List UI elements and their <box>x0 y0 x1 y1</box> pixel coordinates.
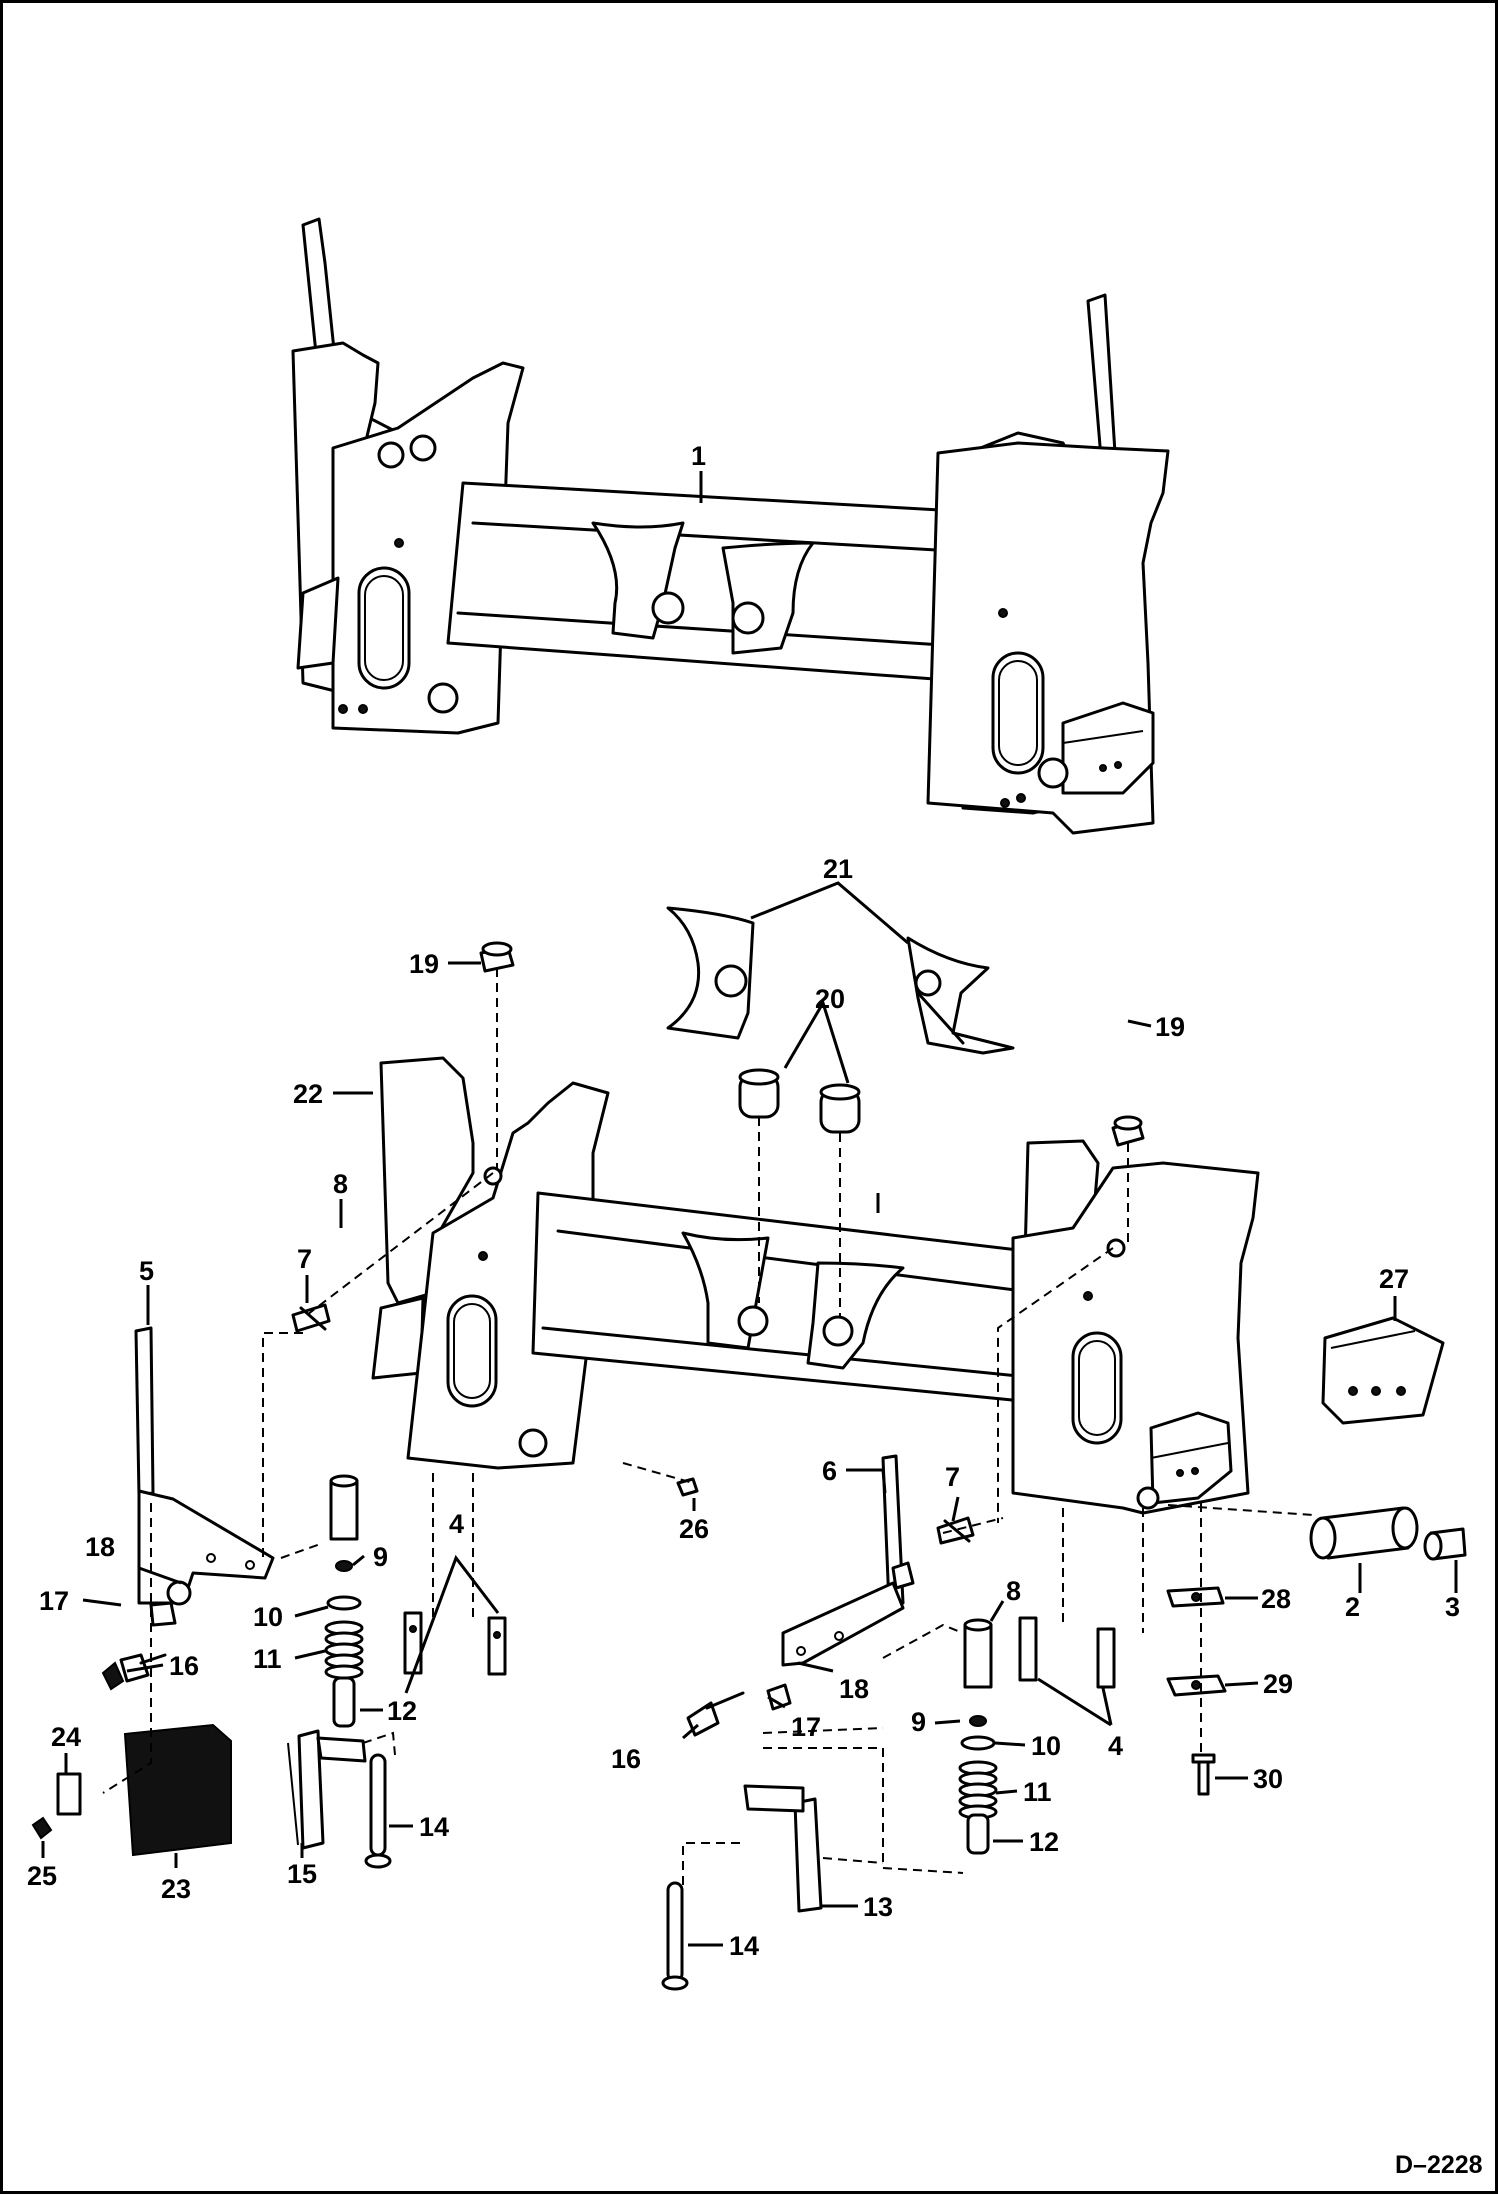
callout-4-right: 4 <box>1108 1731 1123 1761</box>
callout-11-left: 11 <box>253 1644 282 1674</box>
small-plates-and-screw <box>676 1477 1227 1796</box>
latch-cover <box>1321 1316 1445 1425</box>
right-lower-parts <box>661 1616 1116 1991</box>
callout-14-right: 14 <box>729 1931 759 1961</box>
callout-21: 21 <box>823 854 853 884</box>
callout-26: 26 <box>679 1514 709 1544</box>
left-handle-assembly <box>101 1326 275 1691</box>
callout-24: 24 <box>51 1722 81 1752</box>
left-straps <box>403 1611 507 1676</box>
callout-18-right: 18 <box>839 1674 869 1704</box>
callout-3: 3 <box>1445 1592 1460 1622</box>
callout-2: 2 <box>1345 1592 1360 1622</box>
top-bolts <box>479 941 1145 1147</box>
callout-10-left: 10 <box>253 1602 283 1632</box>
callout-14-left: 14 <box>419 1812 449 1842</box>
callout-16-left: 16 <box>169 1651 199 1681</box>
callout-18-left: 18 <box>85 1532 115 1562</box>
callout-9-right: 9 <box>911 1707 926 1737</box>
callout-23: 23 <box>161 1874 191 1904</box>
wear-plates <box>666 906 1015 1055</box>
callout-17-right: 17 <box>791 1712 821 1742</box>
assembly-center-lines <box>102 968 1314 1885</box>
callout-20: 20 <box>815 984 845 1014</box>
callout-4-left: 4 <box>449 1509 464 1539</box>
drawing-number: D–2228 <box>1395 2151 1483 2179</box>
callout-30: 30 <box>1253 1764 1283 1794</box>
callout-15: 15 <box>287 1859 317 1889</box>
left-lower-parts <box>31 1723 392 1869</box>
left-spring-stack <box>291 1303 364 1728</box>
callout-19-left: 19 <box>409 949 439 979</box>
callout-7-left: 7 <box>297 1244 312 1274</box>
callout-8-right: 8 <box>1006 1576 1021 1606</box>
callout-25: 25 <box>27 1861 57 1891</box>
right-spring-stack <box>936 1516 998 1855</box>
right-handle-assembly <box>686 1454 915 1737</box>
callout-29: 29 <box>1263 1669 1293 1699</box>
callout-6: 6 <box>822 1456 837 1486</box>
callout-labels: 1 2 3 4 4 5 6 7 7 8 8 9 9 10 10 11 11 12… <box>27 441 1460 1961</box>
leader-lines <box>41 471 1458 1947</box>
callout-7-right: 7 <box>945 1462 960 1492</box>
callout-12-right: 12 <box>1029 1827 1059 1857</box>
callout-22: 22 <box>293 1079 323 1109</box>
callout-5: 5 <box>139 1256 154 1286</box>
callout-12-left: 12 <box>387 1696 417 1726</box>
callout-9-left: 9 <box>373 1542 388 1572</box>
callout-19-right: 19 <box>1155 1012 1185 1042</box>
callout-11-right: 11 <box>1023 1777 1052 1807</box>
callout-27: 27 <box>1379 1264 1409 1294</box>
callout-28: 28 <box>1261 1584 1291 1614</box>
assembled-frame <box>291 217 1170 835</box>
sleeve-and-cap <box>1309 1506 1467 1561</box>
callout-17-left: 17 <box>39 1586 69 1616</box>
callout-8-left: 8 <box>333 1169 348 1199</box>
callout-13: 13 <box>863 1892 893 1922</box>
bushings <box>738 1068 861 1134</box>
callout-16-right: 16 <box>611 1744 641 1774</box>
callout-10-right: 10 <box>1031 1731 1061 1761</box>
exploded-frame <box>371 1056 1260 1515</box>
exploded-view-diagram: 1 2 3 4 4 5 6 7 7 8 8 9 9 10 10 11 11 12… <box>27 217 1483 2179</box>
callout-1: 1 <box>691 441 706 471</box>
